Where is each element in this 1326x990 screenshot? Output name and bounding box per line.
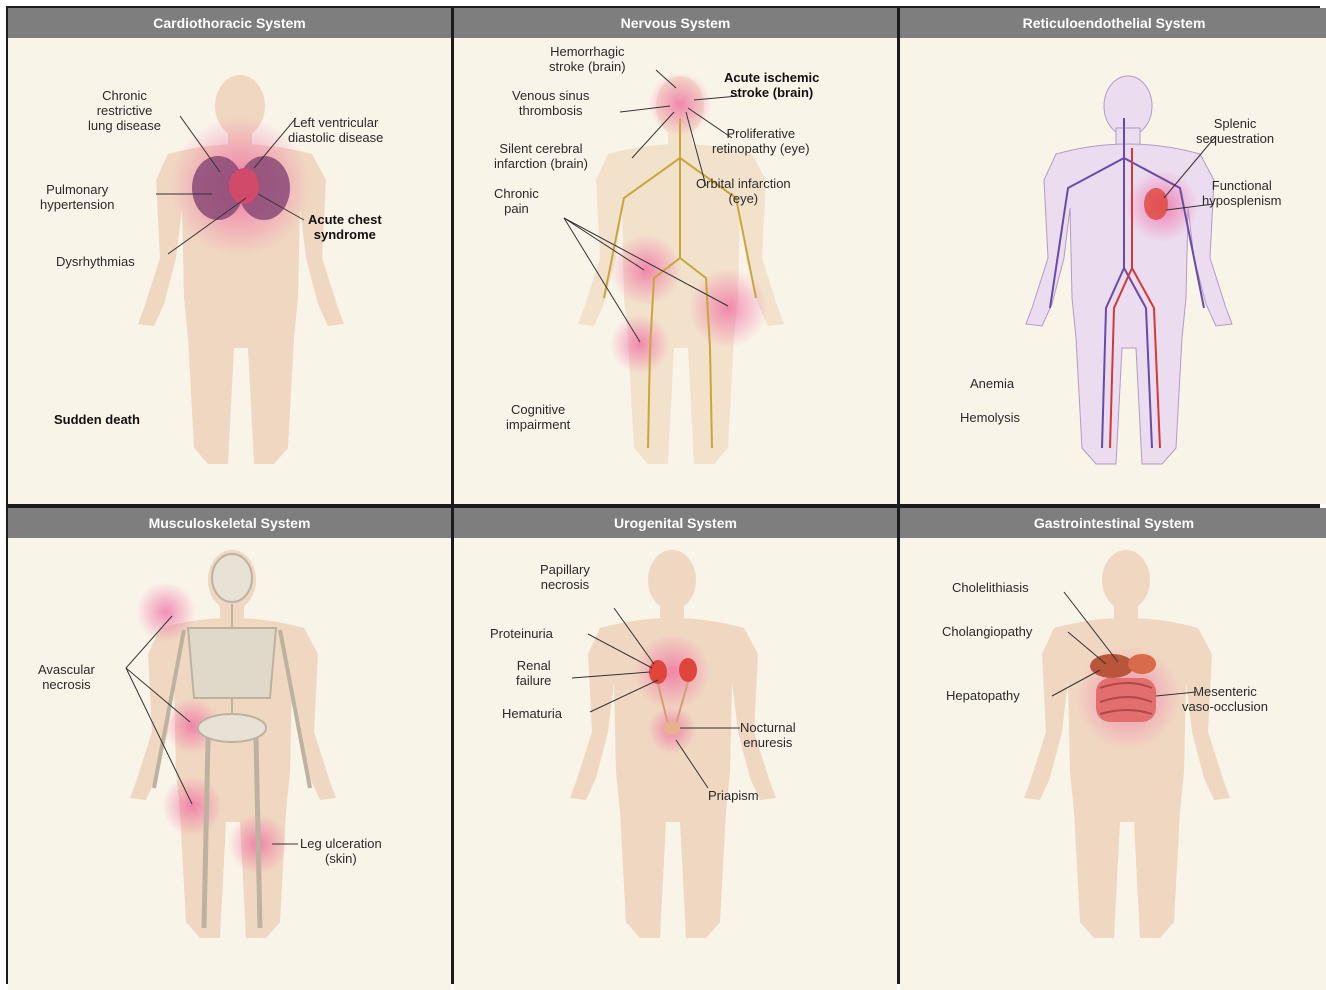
label-pulmonary-hypertension: Pulmonary hypertension xyxy=(40,182,114,212)
label-left-ventricular: Left ventricular diastolic disease xyxy=(288,115,383,145)
bladder xyxy=(663,721,681,735)
label-functional-hyposplenism: Functional hyposplenism xyxy=(1202,178,1282,208)
label-splenic-sequestration: Splenic sequestration xyxy=(1196,116,1274,146)
label-chronic-pain: Chronic pain xyxy=(494,186,539,216)
label-anemia: Anemia xyxy=(970,376,1014,391)
spleen xyxy=(1144,188,1168,220)
label-acute-chest: Acute chest syndrome xyxy=(308,212,382,242)
body-illustration xyxy=(454,508,897,990)
panel-gastrointestinal: Gastrointestinal System xyxy=(900,508,1326,990)
label-sudden-death: Sudden death xyxy=(54,412,140,427)
panel-nervous: Nervous System xyxy=(454,8,897,504)
label-chronic-restrictive: Chronic restrictive lung disease xyxy=(88,88,161,133)
label-nocturnal-enuresis: Nocturnal enuresis xyxy=(740,720,796,750)
panel-reticuloendothelial: Reticuloendothelial System xyxy=(900,8,1326,504)
label-orbital-infarction: Orbital infarction (eye) xyxy=(696,176,791,206)
shoulder-glow xyxy=(136,582,196,642)
label-avascular-necrosis: Avascular necrosis xyxy=(38,662,95,692)
label-papillary-necrosis: Papillary necrosis xyxy=(540,562,590,592)
label-priapism: Priapism xyxy=(708,788,759,803)
panel-cardiothoracic: Cardiothoracic System xyxy=(8,8,451,504)
body-illustration xyxy=(900,8,1326,504)
label-acute-ischemic: Acute ischemic stroke (brain) xyxy=(724,70,819,100)
digestive-organs xyxy=(1090,654,1156,722)
label-renal-failure: Renal failure xyxy=(516,658,551,688)
pain-glow-right xyxy=(688,268,768,348)
label-silent-cerebral: Silent cerebral infarction (brain) xyxy=(494,141,588,171)
label-hepatopathy: Hepatopathy xyxy=(946,688,1020,703)
label-hemolysis: Hemolysis xyxy=(960,410,1020,425)
label-cholangiopathy: Cholangiopathy xyxy=(942,624,1032,639)
label-proteinuria: Proteinuria xyxy=(490,626,553,641)
knee-glow xyxy=(162,776,222,836)
label-proliferative-retinopathy: Proliferative retinopathy (eye) xyxy=(712,126,810,156)
label-dysrhythmias: Dysrhythmias xyxy=(56,254,135,269)
pain-glow-leg xyxy=(610,314,670,374)
label-hemorrhagic-stroke: Hemorrhagic stroke (brain) xyxy=(549,44,626,74)
label-mesenteric: Mesenteric vaso-occlusion xyxy=(1182,684,1268,714)
body-illustration xyxy=(8,508,451,990)
label-cognitive-impairment: Cognitive impairment xyxy=(506,402,570,432)
label-leg-ulceration: Leg ulceration (skin) xyxy=(300,836,382,866)
panel-urogenital: Urogenital System xyxy=(454,508,897,990)
label-hematuria: Hematuria xyxy=(502,706,562,721)
pain-glow-left xyxy=(610,234,682,306)
panel-musculoskeletal: Musculoskeletal System xyxy=(8,508,451,990)
figure-grid: Cardiothoracic System xyxy=(6,6,1320,984)
label-venous-sinus: Venous sinus thrombosis xyxy=(512,88,589,118)
label-cholelithiasis: Cholelithiasis xyxy=(952,580,1029,595)
